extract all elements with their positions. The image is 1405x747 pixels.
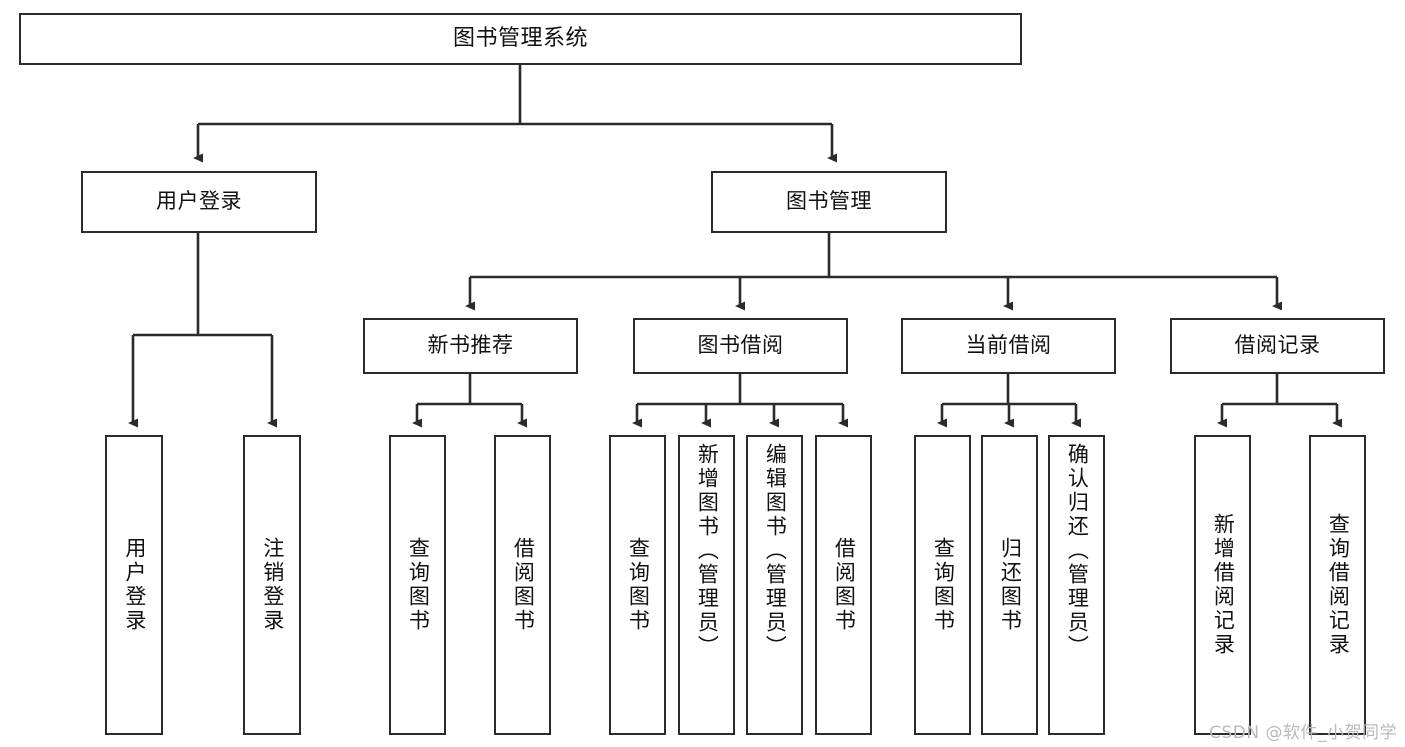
leaf-record-query-record[interactable]: 查询借阅记录 xyxy=(1309,435,1366,735)
node-book-borrow[interactable]: 图书借阅 xyxy=(633,318,848,374)
leaf-current-return-book[interactable]: 归还图书 xyxy=(981,435,1038,735)
node-label: 编辑图书（管理员） xyxy=(763,443,788,659)
node-book-management[interactable]: 图书管理 xyxy=(711,171,947,233)
node-label: 图书借阅 xyxy=(697,333,784,358)
node-label: 用户登录 xyxy=(122,537,147,633)
leaf-current-query-book[interactable]: 查询图书 xyxy=(914,435,971,735)
leaf-record-add-record[interactable]: 新增借阅记录 xyxy=(1194,435,1251,735)
node-label: 新增图书（管理员） xyxy=(695,443,720,659)
leaf-borrow-query-book[interactable]: 查询图书 xyxy=(609,435,666,735)
leaf-current-confirm-return-admin[interactable]: 确认归还（管理员） xyxy=(1048,435,1105,735)
leaf-recommend-borrow-book[interactable]: 借阅图书 xyxy=(494,435,551,735)
node-label: 图书管理 xyxy=(786,189,872,214)
node-root-system[interactable]: 图书管理系统 xyxy=(19,13,1022,65)
watermark-text: CSDN @软件_小贺同学 xyxy=(1209,723,1397,743)
node-label: 查询图书 xyxy=(626,537,651,633)
node-label: 当前借阅 xyxy=(965,333,1052,358)
node-borrow-record[interactable]: 借阅记录 xyxy=(1170,318,1385,374)
leaf-borrow-edit-book-admin[interactable]: 编辑图书（管理员） xyxy=(746,435,803,735)
node-label: 新增借阅记录 xyxy=(1211,513,1236,657)
leaf-user-login[interactable]: 用户登录 xyxy=(105,435,163,735)
node-label: 借阅记录 xyxy=(1234,333,1321,358)
node-label: 查询借阅记录 xyxy=(1326,513,1351,657)
node-label: 查询图书 xyxy=(931,537,956,633)
node-label: 确认归还（管理员） xyxy=(1065,443,1090,659)
leaf-borrow-borrow-book[interactable]: 借阅图书 xyxy=(815,435,872,735)
node-new-book-recommend[interactable]: 新书推荐 xyxy=(363,318,578,374)
node-label: 用户登录 xyxy=(156,189,242,214)
node-label: 注销登录 xyxy=(260,537,285,633)
node-label: 图书管理系统 xyxy=(452,25,588,51)
node-current-borrow[interactable]: 当前借阅 xyxy=(901,318,1116,374)
node-label: 新书推荐 xyxy=(427,333,514,358)
leaf-borrow-add-book-admin[interactable]: 新增图书（管理员） xyxy=(678,435,735,735)
node-label: 借阅图书 xyxy=(511,537,536,633)
node-label: 借阅图书 xyxy=(832,537,857,633)
leaf-recommend-query-book[interactable]: 查询图书 xyxy=(389,435,446,735)
leaf-logout[interactable]: 注销登录 xyxy=(243,435,301,735)
node-label: 查询图书 xyxy=(406,537,431,633)
node-user-login[interactable]: 用户登录 xyxy=(81,171,317,233)
node-label: 归还图书 xyxy=(998,537,1023,633)
